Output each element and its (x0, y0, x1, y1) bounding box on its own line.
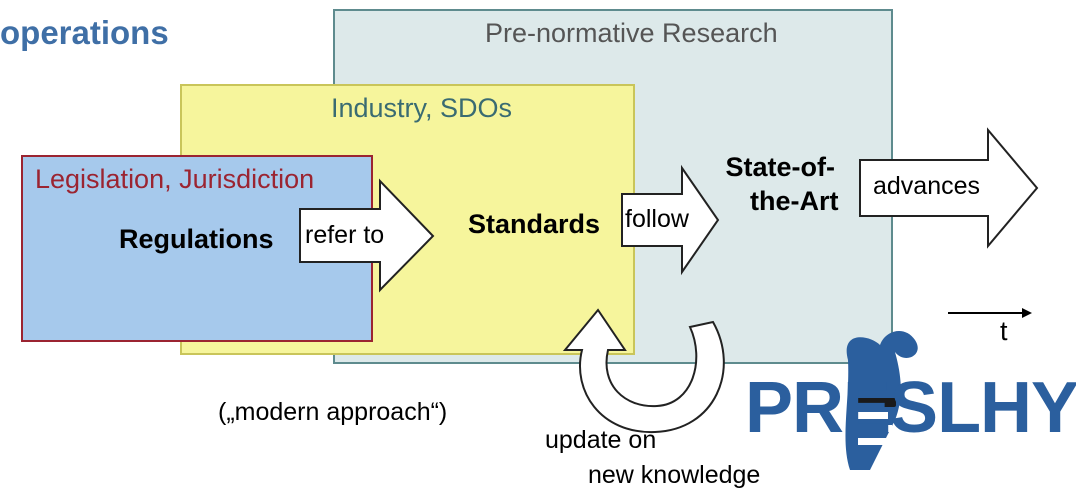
regulations-label: Regulations (119, 224, 274, 254)
standards-label: Standards (468, 209, 601, 239)
advances-arrow-label: advances (873, 172, 981, 200)
modern-approach-note: („modern approach“) (218, 398, 448, 426)
follow-arrow (621, 164, 720, 276)
advances-arrow (859, 127, 1039, 249)
update-feedback-arrow (562, 308, 725, 434)
refer-to-arrow (299, 178, 435, 293)
state-of-the-art-line1: State-of- (725, 152, 836, 182)
time-axis-label: t (1000, 316, 1008, 346)
update-note-line2: new knowledge (588, 461, 761, 489)
preslhy-logo: PRESLHY (745, 368, 1076, 448)
follow-arrow-label: follow (625, 205, 689, 233)
update-note-line1: update on (545, 426, 657, 454)
state-of-the-art-line2: the-Art (750, 186, 839, 216)
refer-to-arrow-label: refer to (305, 221, 385, 249)
preslhy-logo-mascot (845, 330, 918, 470)
pre-normative-research-label: Pre-normative Research (485, 18, 778, 48)
state-of-the-art-label: State-of- the-Art (722, 150, 839, 218)
legislation-jurisdiction-label: Legislation, Jurisdiction (35, 164, 315, 194)
page-title: operations (0, 14, 169, 51)
industry-sdos-label: Industry, SDOs (331, 93, 513, 123)
time-axis-arrowhead (1022, 308, 1032, 318)
